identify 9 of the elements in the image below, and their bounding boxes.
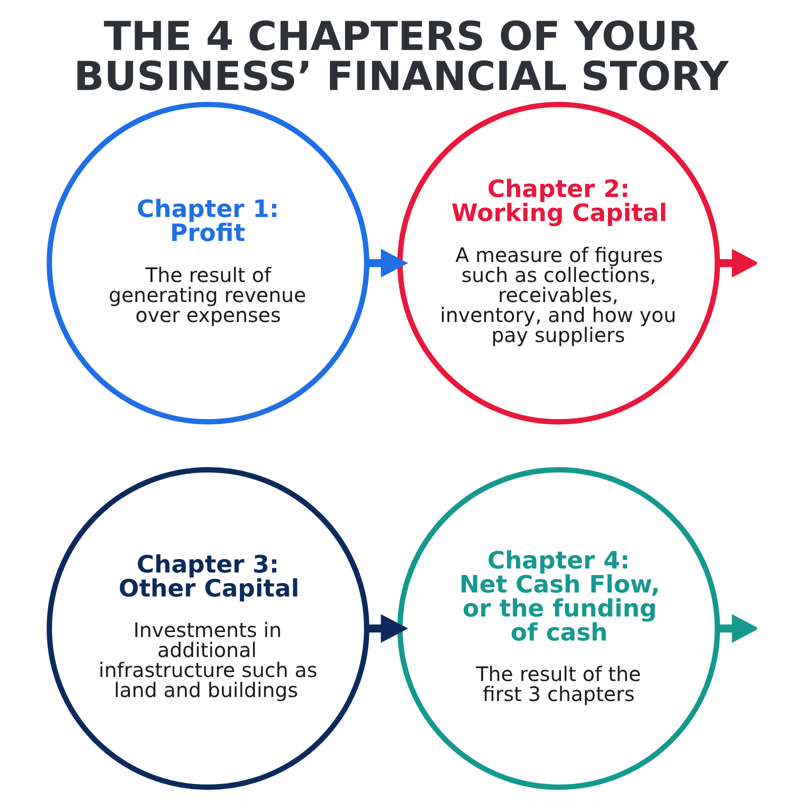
node-circle: Chapter 4: Net Cash Flow, or the funding of cash The result of the first 3 chapters <box>397 467 720 790</box>
node-circle: Chapter 3: Other Capital Investments in additional infrastructure such as land and buildings <box>46 467 370 790</box>
arrow <box>718 614 757 643</box>
diagram-title: THE 4 CHAPTERS OF YOUR BUSINESS’ FINANCIAL STORY <box>74 14 729 100</box>
arrow <box>367 614 408 643</box>
node-circle: Chapter 2: Working Capital A measure of figures such as collections, receivables, inventory, and how you pay suppliers <box>397 102 720 424</box>
node-circle: Chapter 1: Profit The result of generating revenue over expenses <box>46 102 370 424</box>
arrow <box>367 248 408 278</box>
arrow <box>718 248 757 278</box>
